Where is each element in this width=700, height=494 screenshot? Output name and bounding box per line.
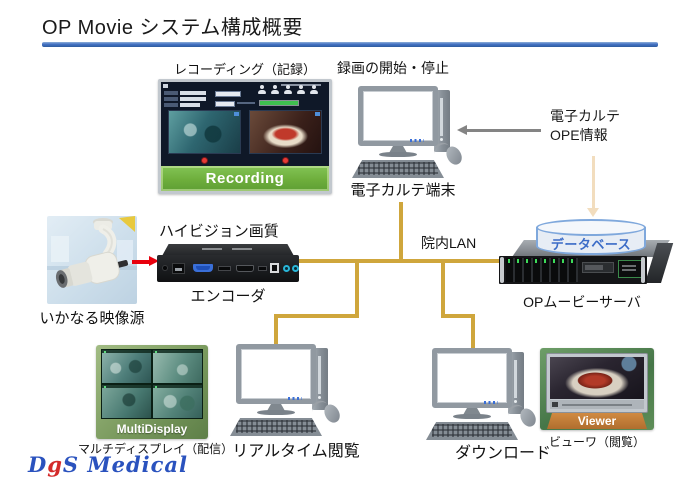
lan-line-right-h bbox=[441, 314, 475, 318]
hd-quality-label: ハイビジョン画質 bbox=[159, 223, 279, 240]
lan-line-right-v2 bbox=[471, 314, 475, 352]
video-source-label: いかなる映像源 bbox=[39, 310, 145, 327]
recording-label: レコーディング（記録） bbox=[173, 62, 317, 77]
record-dot-icon bbox=[201, 157, 208, 164]
recording-dropdown bbox=[215, 91, 241, 97]
lan-line-left-h bbox=[274, 314, 359, 318]
viewer-banner: Viewer bbox=[547, 413, 647, 429]
desktop-pc-icon bbox=[426, 346, 542, 442]
recording-screenshot: Recording bbox=[158, 79, 332, 194]
user-icon bbox=[257, 85, 266, 96]
lan-line-left-v2 bbox=[274, 314, 278, 348]
viewer-screenshot: Viewer bbox=[540, 348, 654, 430]
surgery-video-panel bbox=[249, 110, 322, 154]
server-icon bbox=[499, 240, 674, 292]
realtime-view-label: リアルタイム閲覧 bbox=[232, 443, 360, 460]
arrow-right-icon bbox=[132, 256, 159, 267]
lan-line-left-v1 bbox=[355, 259, 359, 318]
user-icon bbox=[296, 85, 305, 96]
server-label: OPムービーサーバ bbox=[523, 294, 641, 310]
surgery-video-cell bbox=[153, 385, 202, 418]
dgs-medical-logo: DgS Medical bbox=[28, 452, 189, 477]
title-underline bbox=[42, 42, 658, 47]
recording-banner: Recording bbox=[161, 166, 329, 191]
arrow-left-icon bbox=[457, 125, 541, 135]
lan-line-terminal-drop bbox=[399, 202, 403, 260]
multidisplay-banner: MultiDisplay bbox=[116, 422, 188, 436]
surgery-video-cell bbox=[102, 385, 151, 418]
recording-app-toolbar bbox=[161, 82, 329, 110]
player-controls bbox=[550, 400, 644, 409]
desktop-pc-icon bbox=[230, 342, 346, 438]
viewer-label: ビューワ（閲覧） bbox=[548, 435, 645, 449]
database-icon: データベース bbox=[536, 219, 646, 263]
lan-line-right-v1 bbox=[441, 259, 445, 318]
database-label: データベース bbox=[550, 237, 632, 252]
desktop-pc-icon bbox=[352, 84, 468, 180]
video-player bbox=[546, 353, 648, 413]
record-dot-icon bbox=[282, 157, 289, 164]
surgery-video bbox=[550, 357, 644, 399]
user-icon bbox=[309, 85, 318, 96]
user-icon bbox=[270, 85, 279, 96]
download-label: ダウンロード bbox=[454, 445, 551, 462]
multidisplay-screenshot: MultiDisplay bbox=[96, 345, 208, 439]
multidisplay-label: マルチディスプレイ（配信） bbox=[78, 442, 234, 456]
lan-line-main bbox=[297, 259, 502, 263]
recording-progress-bar bbox=[259, 100, 299, 106]
surgery-video-cell bbox=[102, 350, 151, 383]
ehr-info-label: 電子カルテ OPE情報 bbox=[550, 108, 620, 143]
surgery-video-panel bbox=[168, 110, 241, 154]
arrow-down-icon bbox=[587, 156, 599, 218]
encoder-label: エンコーダ bbox=[190, 288, 266, 305]
start-stop-label: 録画の開始・停止 bbox=[337, 60, 449, 76]
camera-icon bbox=[47, 216, 137, 304]
encoder-icon bbox=[157, 244, 299, 288]
recording-dropdown bbox=[215, 101, 235, 107]
lan-label: 院内LAN bbox=[421, 235, 477, 251]
document-icon bbox=[283, 85, 292, 96]
ehr-terminal-label: 電子カルテ端末 bbox=[350, 182, 456, 199]
page-title: OP Movie システム構成概要 bbox=[42, 17, 303, 39]
surgery-video-cell bbox=[153, 350, 202, 383]
